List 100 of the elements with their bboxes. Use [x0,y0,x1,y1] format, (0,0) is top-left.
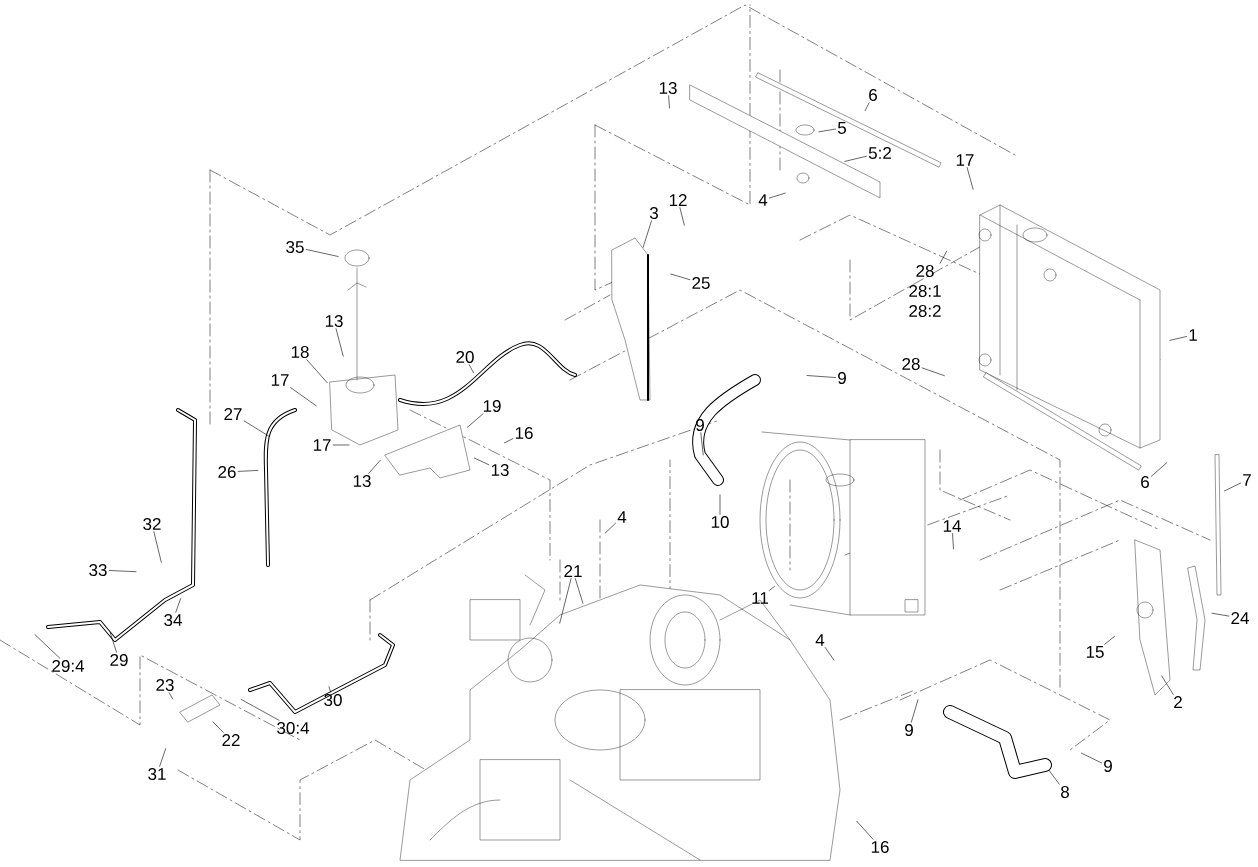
callout-number: 15 [1086,646,1104,658]
leader-line [824,647,835,661]
callout-number: 22 [222,734,240,746]
leader-line [642,220,652,248]
leader-line [1169,336,1187,341]
leader-line [240,699,280,721]
callout-number: 13 [659,82,677,94]
callout-number: 27 [224,408,242,420]
leader-line [306,359,328,384]
leader-line [1081,752,1102,764]
callout-number: 17 [313,439,331,451]
leader-line [243,420,270,437]
leader-line [34,634,61,659]
callout-number: 12 [669,194,687,206]
leader-line [467,413,484,428]
callout-number: 5:2 [868,147,891,159]
leader-line [668,95,670,109]
callout-number: 2 [1174,696,1182,708]
callout-number: 9 [838,372,846,384]
leader-line [108,570,137,572]
leader-line [109,632,117,653]
leader-line [159,748,166,767]
callout-number: 16 [871,841,889,853]
callout-number: 28 28:1 28:2 [909,265,941,317]
callout-number: 30:4 [277,722,310,734]
callout-number: 35 [286,241,304,253]
callout-number: 26 [218,466,236,478]
leader-line [806,375,836,378]
callout-number: 23 [156,679,174,691]
leader-line [168,692,173,700]
leader-line [1104,636,1115,645]
leader-line [1224,482,1241,492]
leader-line [1161,675,1174,695]
callout-number: 9 [696,419,704,431]
leader-line [921,367,945,376]
leader-line [818,128,836,133]
leader-line [604,522,616,534]
callout-number: 1 [1189,329,1197,341]
callout-number: 33 [89,564,107,576]
callout-number: 34 [164,614,182,626]
callout-number: 10 [711,516,729,528]
callout-number: 13 [325,315,343,327]
callout-number: 13 [353,475,371,487]
leader-line [679,207,685,226]
leader-line [335,328,344,357]
callout-number: 32 [143,518,161,530]
leader-line [153,531,162,563]
callout-number: 17 [271,374,289,386]
callout-number: 18 [291,346,309,358]
callout-number: 9 [1104,760,1112,772]
callout-number: 28 [902,358,920,370]
callout-number: 8 [1061,786,1069,798]
leader-line [504,438,514,444]
callout-number: 30 [324,694,342,706]
callout-number: 6 [869,89,877,101]
leader-line [700,432,704,456]
leader-line [474,457,490,466]
leader-line [212,721,224,733]
callout-number: 31 [148,768,166,780]
leader-line [332,444,350,446]
leader-line [939,250,947,264]
leader-line [328,686,331,693]
leader-line [952,533,954,550]
leader-line [305,249,339,257]
callout-number: 29:4 [52,660,85,672]
leader-line [468,364,474,374]
leader-line [237,470,259,472]
leader-line [290,387,317,407]
callout-number: 9 [905,724,913,736]
callout-number: 21 [564,565,582,577]
leader-line [1048,770,1060,785]
leader-line [769,192,786,199]
leader-line [911,699,919,723]
leader-line [856,820,874,840]
callout-number: 29 [110,654,128,666]
callout-number: 24 [1231,612,1249,624]
leader-line [670,273,691,280]
leader-line [719,494,721,515]
leader-line [864,102,870,111]
callout-number: 7 [1243,474,1251,486]
leader-line [368,459,381,474]
callout-number: 4 [758,194,768,206]
callout-number: 25 [692,277,710,289]
callout-number: 14 [943,520,961,532]
callout-number: 19 [483,400,501,412]
leader-line [769,586,775,591]
leader-line [966,167,974,190]
leader-line [559,578,572,624]
callout-number: 20 [456,351,474,363]
callout-number: 11 [752,592,768,604]
callout-number: 17 [956,154,974,166]
callout-number: 4 [815,634,825,646]
callout-number: 6 [1141,476,1149,488]
leader-line [175,598,181,613]
leader-line [1211,612,1230,617]
leader-line [844,155,867,162]
callout-number: 16 [515,427,533,439]
leader-line [575,578,584,604]
leader-line [1151,462,1168,477]
callout-number: 3 [649,207,658,219]
